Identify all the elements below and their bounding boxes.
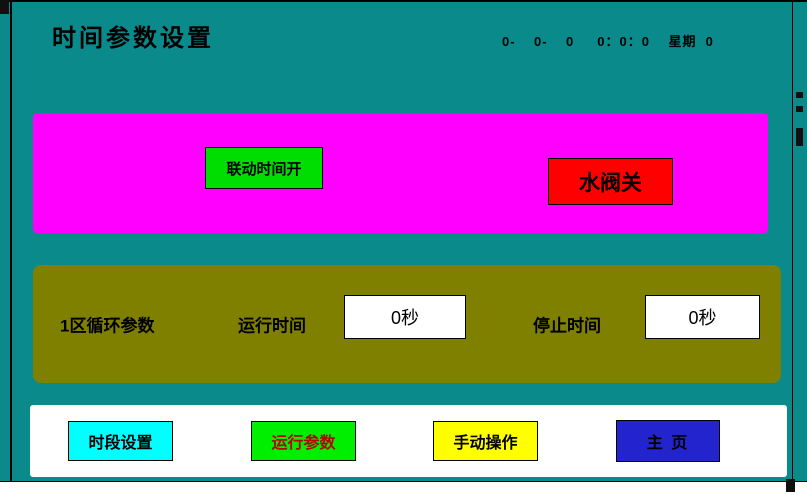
bottom-edge-divider	[0, 481, 807, 482]
scrollbar-mark	[796, 106, 803, 112]
window-corner-mark	[0, 0, 9, 14]
page-title: 时间参数设置	[52, 23, 214, 52]
home-page-button[interactable]: 主 页	[616, 420, 720, 462]
right-edge-divider	[792, 2, 793, 481]
cycle-parameters-panel: 1区循环参数 运行时间 0秒 停止时间 0秒	[33, 265, 781, 383]
window-top-border	[0, 0, 807, 2]
water-valve-button[interactable]: 水阀关	[548, 158, 673, 205]
right-scrollbar-strip	[793, 2, 807, 481]
linkage-time-button[interactable]: 联动时间开	[205, 147, 323, 189]
left-edge-divider	[10, 2, 12, 481]
status-panel: 联动时间开 水阀关	[33, 113, 768, 233]
zone1-cycle-label: 1区循环参数	[60, 316, 155, 336]
datetime-display: 0- 0- 0 0：0：0 星期 0	[502, 34, 714, 49]
screen-background	[0, 2, 792, 481]
time-period-settings-button[interactable]: 时段设置	[68, 421, 173, 461]
bottom-right-mark	[786, 479, 795, 492]
scrollbar-mark	[796, 128, 803, 146]
navigation-panel: 时段设置 运行参数 手动操作 主 页	[30, 405, 787, 477]
run-time-input[interactable]: 0秒	[344, 295, 466, 339]
stop-time-input[interactable]: 0秒	[645, 295, 760, 339]
run-time-label: 运行时间	[238, 316, 306, 336]
scrollbar-mark	[796, 92, 803, 98]
manual-operation-button[interactable]: 手动操作	[433, 421, 538, 461]
stop-time-label: 停止时间	[533, 316, 601, 336]
run-parameters-button[interactable]: 运行参数	[251, 421, 356, 461]
